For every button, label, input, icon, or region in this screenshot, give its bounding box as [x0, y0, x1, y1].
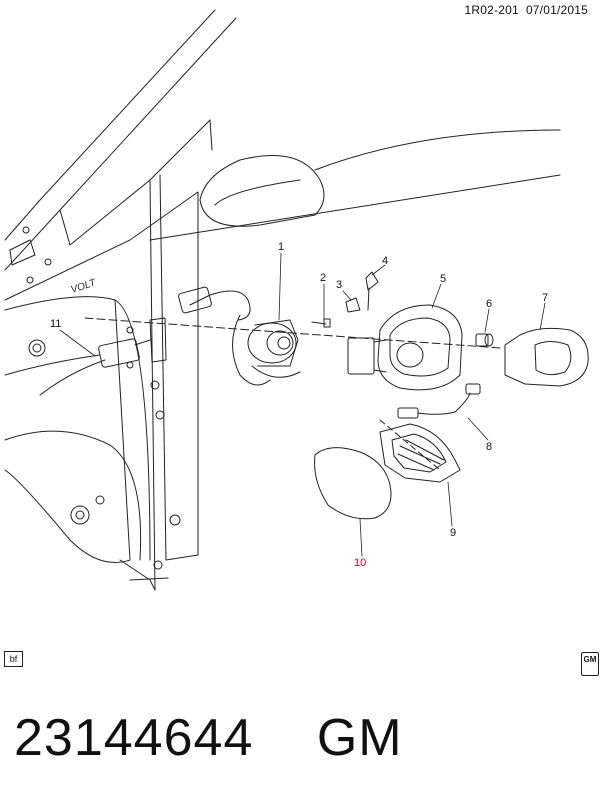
- callout-10: 10: [354, 557, 366, 569]
- part-brand: GM: [316, 709, 403, 767]
- part-2-bolt: [311, 318, 331, 328]
- part-number-line: 23144644 GM: [14, 708, 403, 768]
- callout-4: 4: [382, 255, 388, 267]
- part-9-door-frame: [379, 423, 461, 483]
- callout-11: 11: [50, 318, 61, 330]
- part-11-harness-connector: [4, 338, 151, 396]
- diagram-header: 1R02-201 07/01/2015: [465, 3, 588, 17]
- part-7-seal: [504, 327, 589, 387]
- exploded-parts-diagram: VOLT: [4, 9, 589, 591]
- diagram-code: 1R02-201: [464, 3, 519, 17]
- vehicle-badge: VOLT: [70, 277, 98, 296]
- vehicle-body: [4, 9, 561, 591]
- gm-logo: GM: [581, 652, 599, 676]
- door-centerline: [379, 419, 441, 471]
- callout-9: 9: [450, 527, 456, 539]
- callout-7: 7: [542, 292, 548, 304]
- callout-5: 5: [440, 273, 446, 285]
- part-5-door-housing: [347, 304, 463, 391]
- part-10-charge-port-door: [314, 447, 392, 520]
- callout-leaders: [59, 252, 546, 557]
- callout-2: 2: [320, 272, 326, 284]
- callout-3: 3: [336, 279, 342, 291]
- diagram-date: 07/01/2015: [525, 3, 588, 17]
- part-8-wiring-harness: [397, 383, 481, 419]
- part-number: 23144644: [14, 709, 254, 767]
- callout-8: 8: [486, 441, 492, 453]
- part-6-nut: [475, 333, 494, 347]
- view-tag: bf: [4, 651, 23, 667]
- callout-1: 1: [278, 241, 284, 253]
- callout-6: 6: [486, 298, 492, 310]
- part-1-charge-port: [178, 286, 301, 386]
- part-3-clip: [345, 297, 361, 313]
- part-4-actuator: [365, 271, 379, 311]
